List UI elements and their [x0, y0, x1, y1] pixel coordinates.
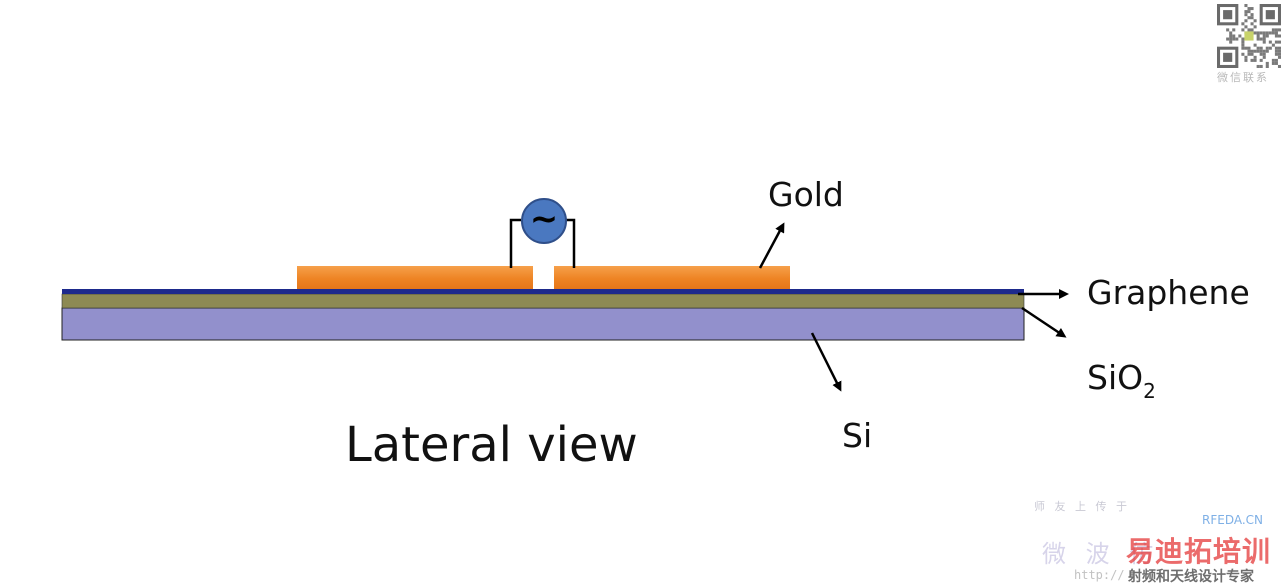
- watermark-tagline: 射频和天线设计专家: [1128, 569, 1254, 585]
- si-layer: [61, 307, 1025, 341]
- graphene-layer: [62, 289, 1024, 294]
- gold-arrow: [758, 222, 785, 269]
- sio2-layer: [61, 293, 1025, 309]
- gold-electrode-left: [297, 266, 533, 289]
- si-arrow: [810, 332, 842, 392]
- qr-caption: 微信联系: [1217, 71, 1269, 84]
- sio2-label-base: SiO: [1087, 358, 1144, 397]
- ac-source-circle: [521, 198, 567, 244]
- wire-right: [566, 218, 576, 268]
- si-label: Si: [842, 416, 873, 455]
- wire-left: [509, 218, 521, 268]
- graphene-label: Graphene: [1087, 273, 1250, 312]
- qr-code-icon: [1217, 4, 1281, 68]
- watermark-weibo-text: 微 波 仿: [1042, 540, 1160, 568]
- watermark-site: RFEDA.CN: [1202, 513, 1264, 527]
- qr-block: 微信联系: [1217, 4, 1283, 86]
- gold-electrode-right: [554, 266, 790, 289]
- sio2-label: SiO2: [1087, 361, 1156, 401]
- gold-label: Gold: [768, 175, 844, 214]
- ac-source-symbol: ~: [529, 199, 559, 239]
- sio2-label-subscript: 2: [1143, 379, 1156, 403]
- watermark-small-text: 师 友 上 传 于: [1034, 500, 1130, 513]
- view-title: Lateral view: [345, 417, 638, 473]
- watermark-url: http://: [1074, 568, 1125, 582]
- watermark: 师 友 上 传 于 RFEDA.CN 微 波 仿 易迪拓培训 http:// 射…: [1030, 496, 1287, 588]
- watermark-brand: 易迪拓培训: [1126, 535, 1272, 568]
- sio2-arrow: [1021, 306, 1067, 338]
